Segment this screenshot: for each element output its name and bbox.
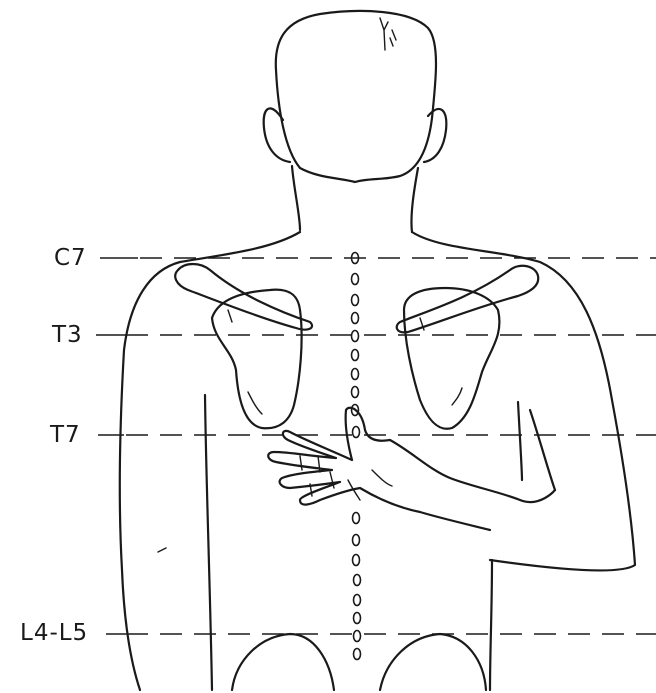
hand-outline bbox=[268, 408, 555, 530]
vertebra bbox=[354, 631, 361, 642]
vertebra bbox=[353, 513, 360, 524]
vertebra bbox=[353, 555, 360, 566]
hand-creases bbox=[300, 456, 392, 500]
vertebra bbox=[352, 295, 359, 306]
left-clavicle bbox=[175, 264, 312, 330]
hair-whorl bbox=[380, 18, 396, 50]
right-clavicle bbox=[397, 266, 539, 333]
right-forearm-edge bbox=[530, 410, 555, 490]
vertebra bbox=[352, 369, 359, 380]
vertebra bbox=[354, 595, 361, 606]
left-elbow-mark bbox=[158, 548, 166, 552]
vertebra bbox=[352, 313, 359, 324]
vertebra bbox=[354, 613, 361, 624]
t3-label: T3 bbox=[52, 324, 83, 347]
vertebra bbox=[354, 649, 361, 660]
left-buttock-curve bbox=[232, 634, 334, 690]
c7-label: C7 bbox=[54, 247, 87, 270]
vertebra bbox=[352, 274, 359, 285]
right-ear bbox=[424, 109, 446, 162]
right-scapula-mark bbox=[420, 318, 462, 405]
vertebra bbox=[353, 535, 360, 546]
neck-left bbox=[292, 166, 300, 230]
head-outline bbox=[276, 11, 436, 182]
vertebra bbox=[352, 350, 359, 361]
right-inner-arm-lower bbox=[490, 560, 492, 690]
right-scapula bbox=[404, 288, 499, 429]
neck-right bbox=[411, 168, 418, 232]
right-inner-arm-upper bbox=[518, 402, 522, 480]
l4l5-label: L4-L5 bbox=[20, 622, 88, 645]
right-buttock-curve bbox=[380, 634, 486, 690]
vertebra bbox=[352, 387, 359, 398]
vertebra bbox=[352, 331, 359, 342]
t7-label: T7 bbox=[50, 424, 81, 447]
left-inner-arm bbox=[205, 395, 212, 690]
spine-vertebrae bbox=[352, 253, 361, 660]
vertebra bbox=[354, 575, 361, 586]
vertebra bbox=[353, 427, 360, 438]
